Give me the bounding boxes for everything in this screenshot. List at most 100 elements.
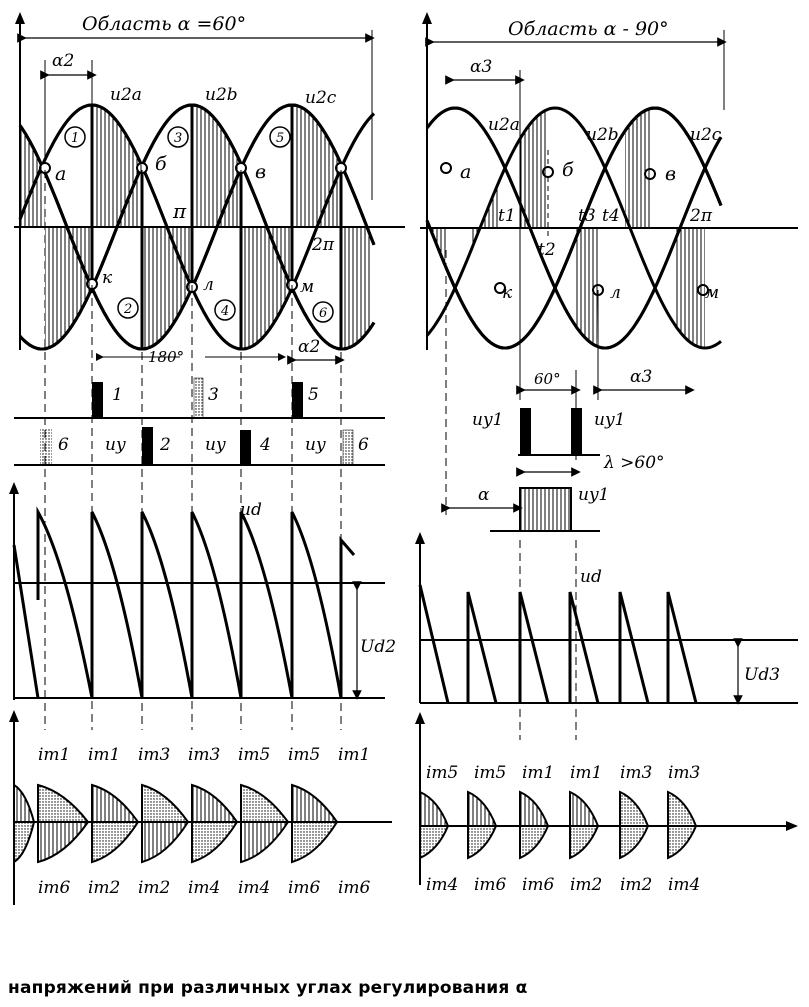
pulse-3	[193, 377, 204, 419]
left-uy-3: uy	[305, 435, 326, 455]
left-ud-section	[9, 482, 385, 700]
right-Ud-label: Ud3	[744, 665, 780, 685]
right-uy1-b: uy1	[594, 410, 625, 430]
left-cur-bot-1	[37, 821, 90, 864]
right-cur-top-4	[619, 790, 650, 827]
left-current-bottom-label-3: iт4	[188, 878, 220, 898]
right-ud-tooth-2	[518, 591, 550, 704]
right-cur-bot-5	[667, 825, 698, 860]
left-current-bottom-label-0: iт6	[38, 878, 71, 898]
right-point-b: б	[562, 159, 574, 181]
right-title: Область α - 90°	[508, 18, 669, 40]
pulse-6	[342, 429, 354, 466]
right-point-a: а	[460, 161, 471, 183]
left-cur-bot-4	[191, 821, 239, 864]
left-cur-top-0	[13, 783, 36, 823]
right-cur-bot-3	[569, 825, 600, 860]
left-phase-number-0: 1	[71, 131, 79, 146]
right-ud-tooth-3	[568, 591, 600, 704]
left-point-k: к	[102, 268, 113, 288]
left-pulse-lbl-3: 3	[208, 385, 219, 405]
right-current-bottom-label-2: iт6	[522, 875, 555, 895]
right-point-m: м	[705, 283, 719, 303]
right-hatch-top-1	[520, 109, 548, 228]
right-current-top-label-1: iт5	[474, 763, 506, 783]
left-cur-bot-2	[91, 821, 140, 864]
right-alpha: α	[478, 485, 490, 505]
left-phase-circle-4	[214, 299, 236, 321]
left-pulse-lbl-4: 4	[259, 435, 271, 455]
right-ud-tooth-4	[618, 591, 650, 704]
left-phase-circle-2	[269, 126, 291, 148]
right-cur-top-3	[569, 790, 600, 827]
left-current-bottom-label-1: iт2	[88, 878, 120, 898]
right-sine-neg-2	[425, 106, 723, 350]
left-hatch-top-1	[92, 105, 142, 227]
left-ud-label: ud	[240, 500, 262, 520]
left-uy-2: uy	[205, 435, 226, 455]
pulse-2	[142, 427, 153, 465]
left-cur-top-1	[37, 783, 91, 823]
left-alpha-small: α2	[298, 337, 320, 357]
left-pulse-section	[14, 353, 385, 466]
right-pulse-1	[520, 408, 531, 455]
right-t4: t4	[602, 206, 620, 226]
left-hatch-top-2	[192, 105, 241, 227]
left-current-section: iт1iт6iт1iт2iт3iт2iт3iт4iт5iт4iт5iт6iт1i…	[9, 710, 392, 905]
left-pulse-lbl-1: 1	[112, 385, 123, 405]
right-cur-top-0	[419, 790, 450, 827]
right-60: 60°	[534, 370, 561, 388]
right-ud-tooth-1	[466, 591, 498, 704]
left-cur-top-2	[91, 783, 140, 823]
pulse-5	[292, 382, 303, 418]
left-current-bottom-label-4: iт4	[238, 878, 270, 898]
right-current-top-label-0: iт5	[426, 763, 458, 783]
left-uy-1: uy	[105, 435, 126, 455]
left-phase-circle-1	[167, 126, 189, 148]
left-phase-number-3: 2	[123, 302, 132, 317]
right-phase-section	[420, 12, 798, 400]
left-title: Область α =60°	[82, 13, 246, 35]
right-alpha-small: α3	[630, 367, 652, 387]
left-ud-tooth-5	[290, 511, 343, 699]
right-cur-bot-0	[419, 825, 450, 860]
left-cur-top-3	[141, 783, 190, 823]
right-ud-tooth-5	[666, 591, 698, 704]
left-phase-circle-3	[117, 297, 139, 319]
right-hatch-bot-0	[470, 179, 500, 253]
left-ud-tooth-3	[190, 511, 243, 699]
left-current-top-label-3: iт3	[188, 745, 220, 765]
right-cur-bot-4	[619, 825, 650, 860]
left-point-m: м	[300, 277, 314, 297]
left-phase-number-1: 3	[174, 131, 182, 146]
left-cur-top-5	[240, 783, 290, 823]
right-t1: t1	[498, 206, 516, 226]
right-node-0	[440, 162, 452, 174]
left-current-top-label-1: iт1	[88, 745, 120, 765]
right-phase-c: u2c	[690, 125, 722, 145]
left-cur-bot-3	[141, 821, 190, 864]
right-two-pi: 2π	[689, 206, 713, 226]
figure-caption: напряжений при различных углах регулиров…	[8, 978, 528, 998]
right-current-top-label-3: iт1	[570, 763, 602, 783]
right-ud-label: ud	[580, 567, 602, 587]
left-pulse-lbl-2: 2	[159, 435, 171, 455]
left-phase-number-4: 4	[220, 304, 229, 319]
left-hatch-top-3	[292, 105, 341, 227]
right-point-v: в	[665, 163, 676, 185]
right-hatch-bot-2	[675, 228, 705, 348]
right-current-bottom-label-1: iт6	[474, 875, 507, 895]
right-pulse-2	[571, 408, 582, 455]
pulse-1	[92, 382, 103, 418]
left-180: 180°	[148, 348, 184, 366]
left-ud-tooth-2	[140, 511, 194, 699]
left-phase-a: u2a	[110, 85, 142, 105]
left-current-top-label-2: iт3	[138, 745, 170, 765]
labels: Область α =60° α2 u2a u2b u2c а б в к л …	[52, 13, 780, 685]
right-alpha-label: α3	[470, 57, 492, 77]
right-t2: t2	[538, 240, 556, 260]
right-pulse-wide	[519, 487, 572, 532]
left-cur-top-6	[291, 783, 339, 823]
